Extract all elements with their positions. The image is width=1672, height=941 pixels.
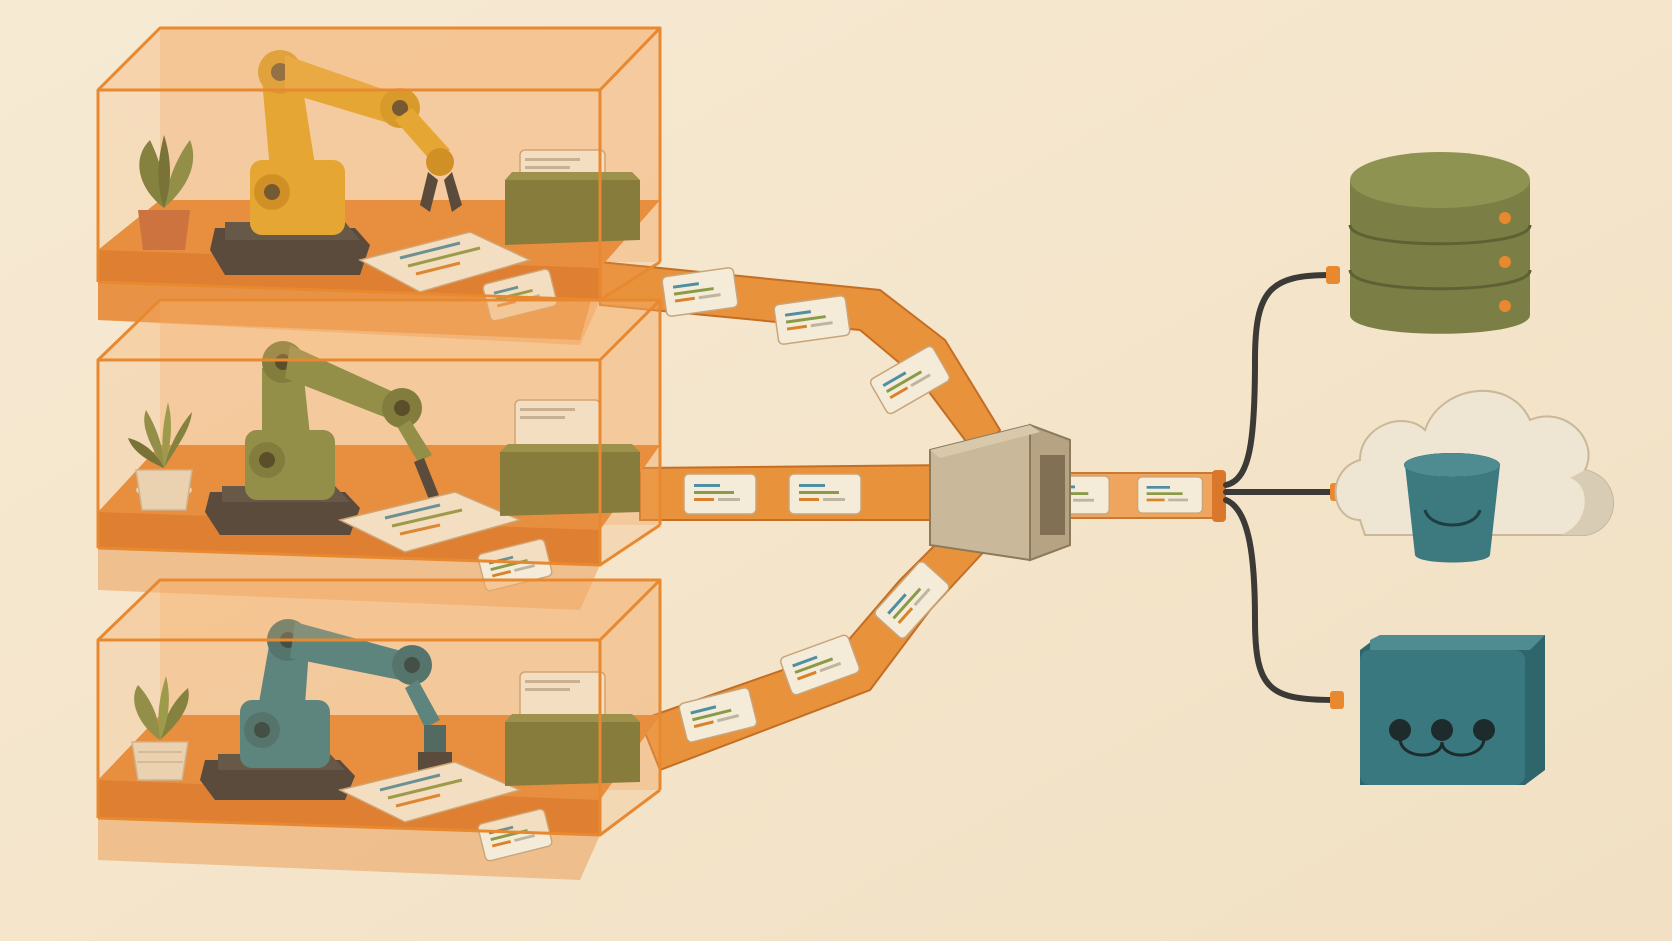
doc-card-belt-5 [788, 473, 862, 515]
bucket-icon [1404, 453, 1500, 563]
card-tray [505, 149, 640, 245]
cable-to-database [1223, 272, 1333, 488]
workstation-middle [96, 298, 662, 610]
plant-icon [128, 402, 193, 511]
database-icon [1348, 152, 1532, 334]
cable-to-device [1223, 497, 1338, 703]
workstation-top [96, 26, 662, 345]
paper-sheet [337, 761, 523, 823]
card-tray [500, 399, 640, 516]
doc-card-belt-4 [683, 473, 757, 515]
cloud-bucket-icon [1334, 389, 1615, 563]
card-tray [505, 671, 640, 786]
doc-card-out-2 [1136, 476, 1204, 514]
device-icon [1360, 635, 1545, 785]
merger-funnel [929, 423, 1071, 562]
robot-arm-olive [245, 341, 440, 502]
robot-arm-teal [240, 619, 452, 772]
paper-sheet [337, 491, 523, 553]
workstation-bottom [96, 578, 662, 880]
device-ports [1389, 719, 1495, 757]
paper-sheet [357, 231, 533, 293]
cables [1223, 272, 1338, 703]
plant-icon [131, 676, 189, 781]
output-end-cap [1212, 470, 1226, 522]
plant-icon [138, 135, 194, 250]
